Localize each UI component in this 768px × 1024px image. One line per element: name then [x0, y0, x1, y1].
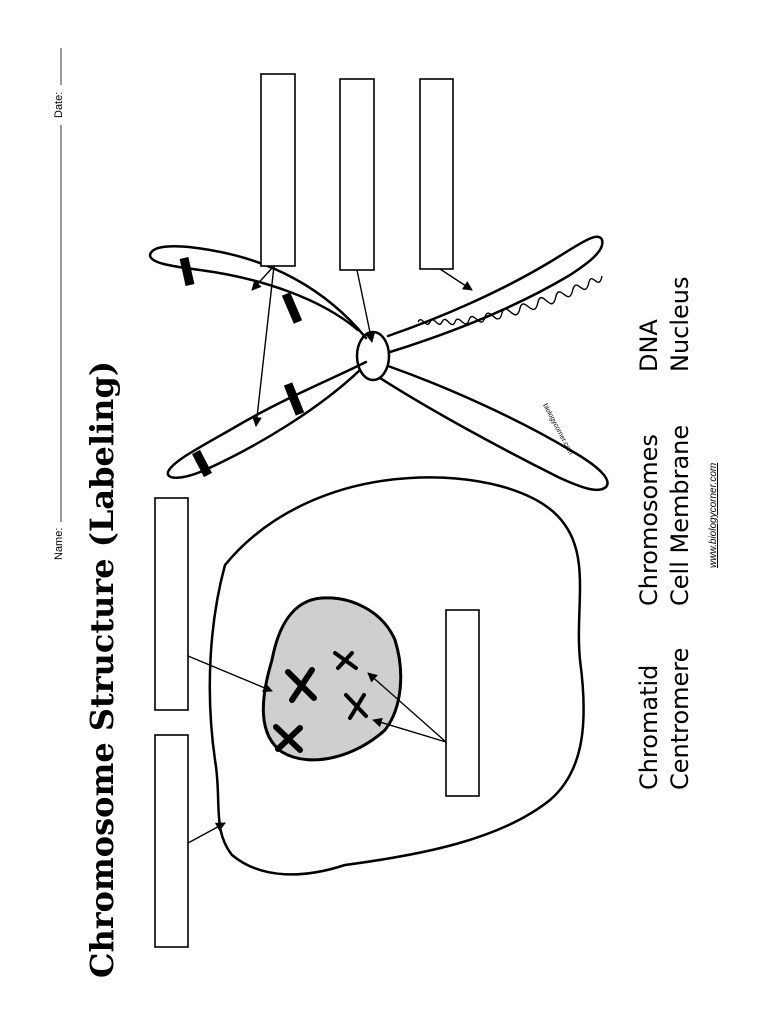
label-box-chromosomes[interactable]	[445, 609, 480, 797]
nucleus-chromosomes	[273, 651, 368, 753]
arrow-nucleus	[187, 655, 273, 693]
word-bank-item: Chromatid	[635, 665, 663, 790]
chromosome-upper-left-arm	[148, 245, 368, 340]
chromosome-diagram: biologycorner.com	[148, 235, 609, 492]
centromere	[355, 330, 391, 382]
label-box-chromatid[interactable]	[260, 73, 296, 267]
label-box-nucleus[interactable]	[154, 497, 189, 711]
word-bank-item: Chromosomes	[635, 434, 663, 606]
worksheet-title: Chromosome Structure (Labeling)	[83, 361, 121, 978]
arrow-dna	[439, 268, 473, 291]
word-bank-item: DNA	[635, 319, 663, 372]
nucleus	[261, 596, 403, 762]
label-box-centromere[interactable]	[339, 78, 375, 271]
chromosome-lower-right-arm	[378, 364, 609, 492]
chromosome-bands	[179, 257, 305, 478]
arrow-chromatid-lower	[252, 265, 275, 427]
diagram-watermark: biologycorner.com	[541, 403, 574, 457]
band-1	[179, 257, 195, 286]
arrow-cell-membrane	[187, 822, 226, 844]
word-bank-item: Nucleus	[666, 276, 694, 372]
arrow-centromere	[356, 269, 375, 343]
dna-coils	[417, 275, 603, 326]
arrow-chromosomes-upper	[367, 672, 447, 743]
answer-boxes	[154, 73, 480, 948]
chromosome-upper-right-arm	[386, 235, 604, 354]
date-field[interactable]: Date:	[53, 48, 65, 118]
arrow-chromosomes-lower	[372, 717, 447, 743]
website-credit[interactable]: www.biologycorner.com	[708, 463, 719, 568]
word-bank-item: Cell Membrane	[666, 425, 694, 606]
name-field[interactable]: Name:	[53, 125, 65, 560]
band-4	[192, 449, 212, 478]
word-bank: Chromatid Centromere Chromosomes Cell Me…	[635, 276, 694, 790]
cell-membrane	[208, 476, 585, 876]
pointer-arrows	[187, 265, 473, 844]
word-bank-item: Centromere	[666, 648, 694, 790]
date-label: Date:	[53, 92, 65, 118]
name-label: Name:	[53, 528, 65, 560]
cell-diagram	[208, 476, 585, 876]
label-box-dna[interactable]	[419, 78, 454, 270]
band-3	[283, 382, 305, 416]
label-box-cell-membrane[interactable]	[154, 734, 189, 948]
band-2	[281, 292, 303, 324]
arrow-chromatid-upper	[251, 265, 275, 291]
